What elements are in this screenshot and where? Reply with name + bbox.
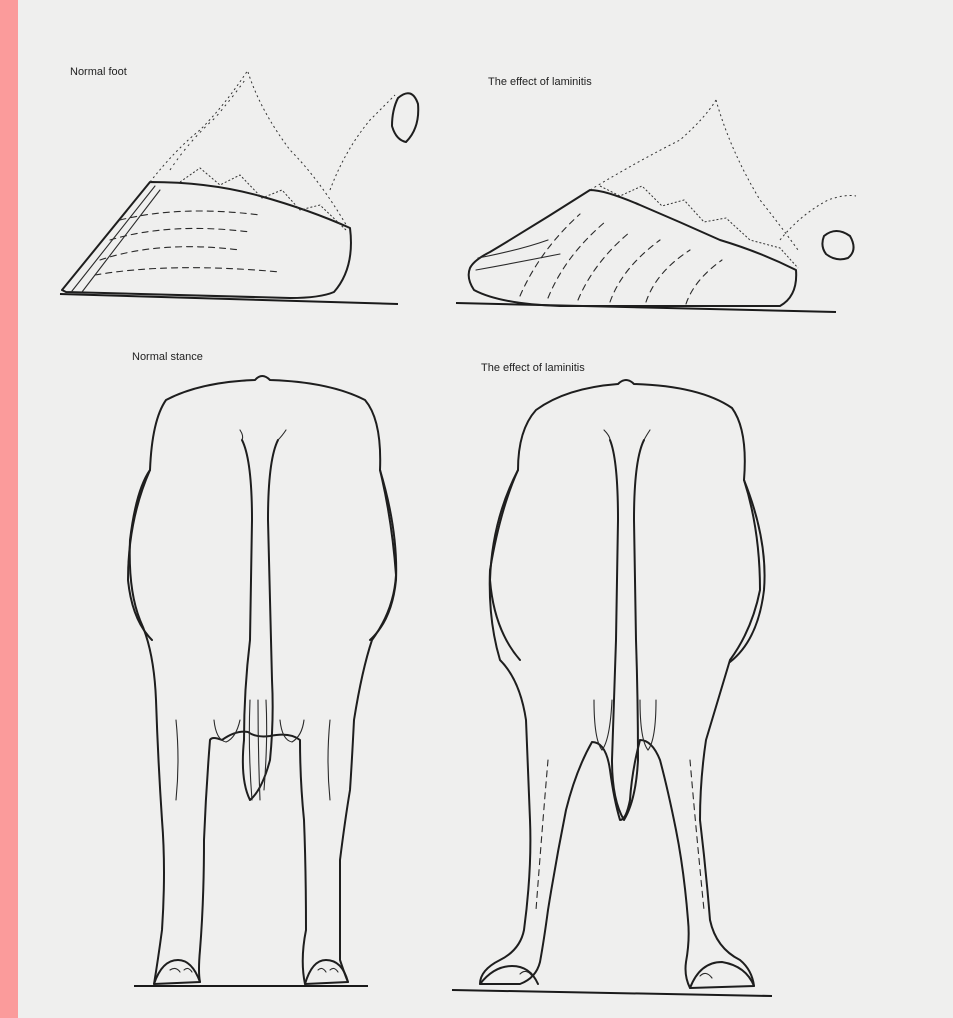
normal-foot-dewclaw bbox=[392, 93, 418, 142]
laminitis-foot-dewclaw bbox=[822, 231, 853, 259]
laminitis-stance-drawing bbox=[452, 380, 772, 996]
laminitis-stance-left-hoof bbox=[480, 966, 538, 984]
normal-foot-drawing bbox=[60, 70, 418, 304]
normal-stance-drawing bbox=[128, 376, 396, 986]
laminitis-stance-ground-line bbox=[452, 990, 772, 996]
laminitis-foot-drawing bbox=[456, 100, 856, 312]
normal-foot-hoof bbox=[62, 182, 351, 298]
laminitis-stance-tail bbox=[610, 440, 644, 820]
normal-stance-left-hoof bbox=[154, 960, 200, 984]
normal-stance-body bbox=[130, 376, 396, 984]
laminitis-foot-hoof bbox=[469, 190, 797, 306]
normal-stance-tail bbox=[242, 440, 278, 800]
laminitis-stance-body bbox=[480, 380, 760, 988]
laminitis-stance-right-hoof bbox=[690, 962, 754, 988]
laminitis-foot-ground-line bbox=[456, 303, 836, 312]
